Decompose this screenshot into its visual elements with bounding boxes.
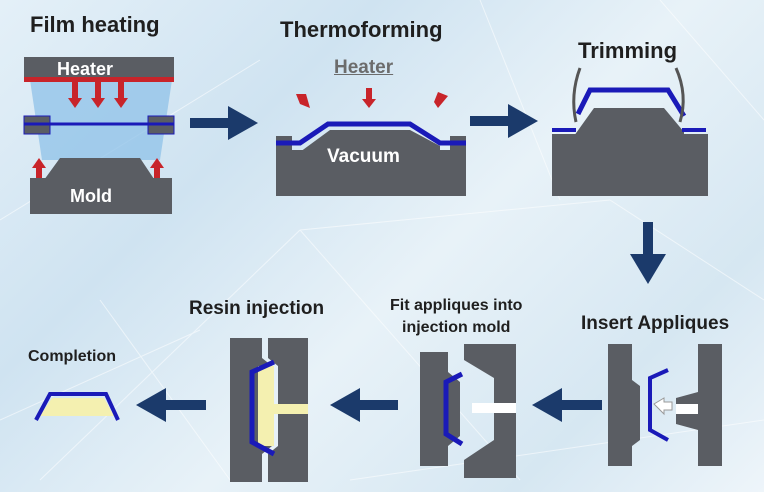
resin-applique	[249, 359, 276, 457]
heat-arrows-down	[68, 82, 128, 108]
mold-base	[30, 178, 172, 214]
fit-gate	[472, 403, 516, 413]
insert-direction-icon	[653, 397, 673, 416]
thermoforming-title: Thermoforming	[280, 17, 443, 42]
cutter-right	[674, 67, 685, 123]
cutter-left	[572, 67, 582, 123]
heat-glow	[30, 80, 172, 160]
resin-gate	[272, 404, 308, 414]
heater-label: Heater	[57, 59, 114, 79]
film-heating-title: Film heating	[30, 12, 160, 37]
finished-part-resin	[40, 398, 114, 416]
mold-label: Mold	[70, 186, 112, 206]
fit-mold-right	[464, 344, 516, 478]
thermo-mold-base	[276, 150, 466, 196]
finished-part-skin	[34, 392, 120, 421]
trimmed-film	[575, 87, 687, 118]
resin-injection-title: Resin injection	[189, 298, 325, 319]
thermo-mold-top	[300, 130, 440, 152]
trim-mold-top	[574, 108, 684, 136]
thermoforming-heater-label: Heater	[334, 57, 394, 78]
completion-title: Completion	[28, 348, 116, 365]
heat-arrows-up	[32, 158, 164, 178]
resin-fill	[258, 366, 274, 446]
trim-mold-base	[552, 134, 708, 196]
mold-top	[44, 158, 156, 182]
fit-appliques-title-line2: injection mold	[402, 319, 511, 336]
insert-appliques-title: Insert Appliques	[581, 313, 730, 334]
insert-mold-left	[608, 344, 640, 466]
vacuum-label: Vacuum	[327, 146, 400, 167]
applique-part	[648, 368, 669, 442]
trimming-title: Trimming	[578, 38, 678, 63]
formed-film	[276, 121, 466, 146]
fit-appliques-title-line1: Fit appliques into	[390, 297, 523, 314]
insert-mold-right	[676, 344, 722, 466]
insert-gate	[676, 404, 698, 414]
fit-applique	[443, 371, 464, 447]
heater-element	[24, 77, 174, 82]
heat-arrows	[296, 88, 448, 108]
